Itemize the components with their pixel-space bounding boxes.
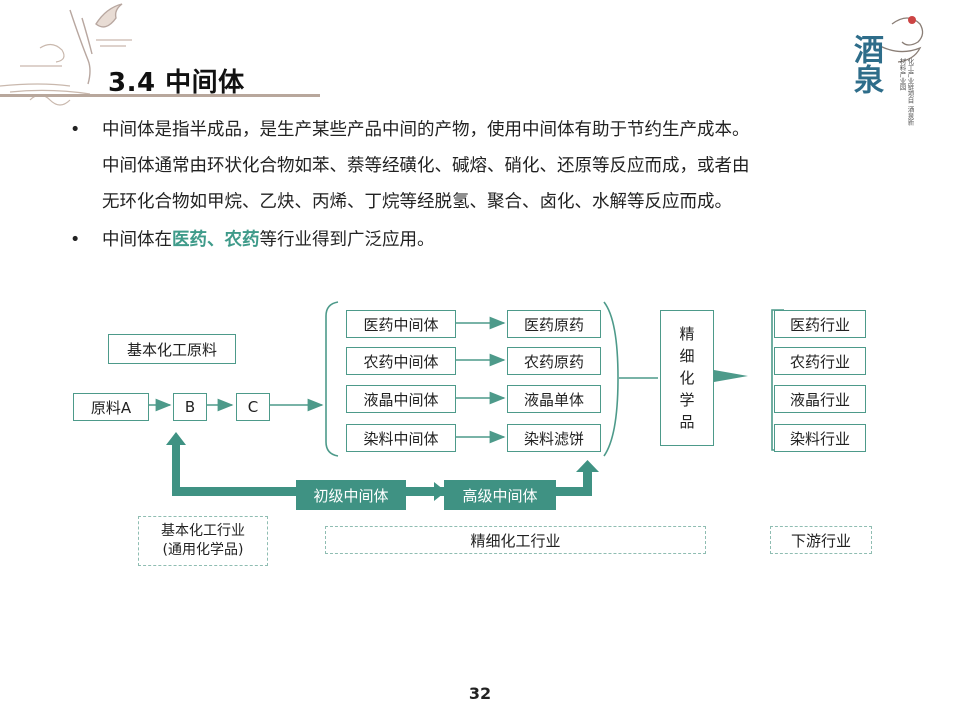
product-pharma-api: 医药原药 xyxy=(507,310,601,338)
fine-chem-char: 精 xyxy=(679,325,695,343)
fine-chemical-industry: 精细化工行业 xyxy=(325,526,706,554)
bullet-2-before: 中间体在 xyxy=(102,230,172,250)
raw-a-box: 原料A xyxy=(73,393,149,421)
bullet-2-highlight: 医药、农药 xyxy=(172,230,260,250)
basic-industry-line-1: 基本化工行业 xyxy=(161,523,245,539)
arrow-to-industries xyxy=(714,370,748,382)
industry-dye: 染料行业 xyxy=(774,424,866,452)
fairy-figure-icon xyxy=(879,16,924,63)
logo-motto: 化工产业链项目 酒泉新材料产业园 xyxy=(898,58,914,126)
bullet-dot: • xyxy=(70,230,81,250)
advanced-intermediate-box: 高级中间体 xyxy=(444,480,556,510)
basic-raw-material-label: 基本化工原料 xyxy=(108,334,236,364)
page-title: 3.4 中间体 xyxy=(108,68,245,98)
bullet-2-text: 中间体在医药、农药等行业得到广泛应用。 xyxy=(102,222,435,258)
primary-intermediate-box: 初级中间体 xyxy=(296,480,406,510)
fine-chem-char: 化 xyxy=(679,369,695,387)
crane-icon xyxy=(69,3,123,85)
industry-liquid-crystal: 液晶行业 xyxy=(774,385,866,413)
title-underline xyxy=(0,94,320,97)
fine-chem-char: 细 xyxy=(679,347,695,365)
bullet-1-line-3: 无环化合物如甲烷、乙炔、丙烯、丁烷等经脱氢、聚合、卤化、水解等反应而成。 xyxy=(102,192,732,212)
intermediate-dye: 染料中间体 xyxy=(346,424,456,452)
logo-calligraphy: 酒泉 xyxy=(848,34,883,94)
intermediate-pharma: 医药中间体 xyxy=(346,310,456,338)
bullet-1-line-2: 中间体通常由环状化合物如苯、萘等经磺化、碱熔、硝化、还原等反应而成，或者由 xyxy=(102,156,750,176)
bullet-1-line-1: 中间体是指半成品，是生产某些产品中间的产物，使用中间体有助于节约生产成本。 xyxy=(102,120,750,140)
industry-pharma: 医药行业 xyxy=(774,310,866,338)
industry-pesticide: 农药行业 xyxy=(774,347,866,375)
product-lc-monomer: 液晶单体 xyxy=(507,385,601,413)
bullet-2-after: 等行业得到广泛应用。 xyxy=(259,230,435,250)
intermediate-liquid-crystal: 液晶中间体 xyxy=(346,385,456,413)
c-box: C xyxy=(236,393,270,421)
left-bracket xyxy=(325,301,339,457)
b-box: B xyxy=(173,393,207,421)
intermediate-pesticide: 农药中间体 xyxy=(346,347,456,375)
fine-chem-char: 学 xyxy=(679,391,695,409)
fine-chem-char: 品 xyxy=(679,413,695,431)
bullet-dot: • xyxy=(70,120,81,140)
product-pesticide-tech: 农药原药 xyxy=(507,347,601,375)
page-number: 32 xyxy=(468,684,492,703)
basic-chemical-industry: 基本化工行业 (通用化学品) xyxy=(138,516,268,566)
product-dye-cake: 染料滤饼 xyxy=(507,424,601,452)
basic-industry-line-2: (通用化学品) xyxy=(162,542,244,558)
fine-chemicals-box: 精 细 化 学 品 xyxy=(660,310,714,446)
downstream-industry: 下游行业 xyxy=(770,526,872,554)
right-bracket xyxy=(603,301,619,457)
feedback-arrow xyxy=(166,432,599,501)
